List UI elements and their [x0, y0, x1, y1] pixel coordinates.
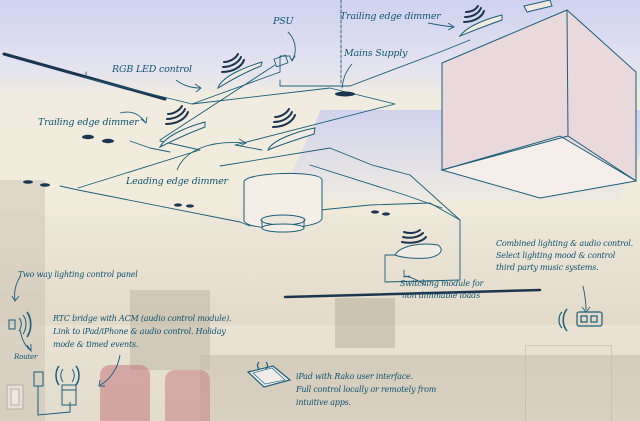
label-arrows: [11, 22, 591, 387]
label-ipad-3: intuitive apps.: [296, 398, 351, 407]
label-combined-3: third party music systems.: [496, 263, 599, 272]
router-and-bridge: [33, 365, 80, 416]
downlights: [23, 134, 390, 216]
drum-pendant: [243, 173, 323, 233]
ipad-tablet: [246, 361, 292, 388]
label-combined-2: Select lighting mood & control: [496, 251, 616, 260]
wireless-modules: [158, 14, 503, 259]
label-rtc-1: RTC bridge with ACM (audio control modul…: [53, 314, 232, 323]
audio-keypad: [558, 308, 603, 332]
light-switch-plate: [6, 384, 24, 410]
label-leading-edge: Leading edge dimmer: [126, 176, 228, 187]
label-rtc-3: mode & timed events.: [53, 340, 139, 349]
label-ipad-1: iPad with Rako user interface.: [296, 372, 413, 381]
label-rgb-led: RGB LED control: [112, 64, 192, 75]
kitchen-cabinets: [0, 215, 640, 325]
glass-table: [525, 345, 612, 421]
label-combined-1: Combined lighting & audio control.: [496, 239, 633, 248]
label-trailing-edge-top: Trailing edge dimmer: [340, 11, 441, 22]
left-wall-panel: [0, 180, 45, 421]
red-stool-1: [100, 365, 150, 421]
cube-pendant: [440, 0, 638, 199]
label-ipad-2: Full control locally or remotely from: [296, 385, 437, 394]
wireless-waves: [165, 5, 485, 244]
mains-supply-point: [335, 91, 355, 97]
oven-block: [130, 290, 210, 370]
label-switching-1: Switching module for: [400, 279, 484, 288]
label-trailing-edge-left: Trailing edge dimmer: [38, 117, 139, 128]
label-switching-2: non dimmable loads: [402, 291, 481, 300]
oven-block-2: [335, 298, 395, 348]
label-router: Router: [14, 353, 38, 361]
label-two-way-panel: Two way lighting control panel: [18, 270, 138, 279]
label-psu: PSU: [273, 16, 294, 27]
label-rtc-2: Link to iPad/iPhone & audio control. Hol…: [53, 327, 226, 336]
red-stool-2: [165, 370, 210, 421]
label-mains-supply: Mains Supply: [344, 48, 408, 59]
two-way-panel: [8, 311, 32, 338]
